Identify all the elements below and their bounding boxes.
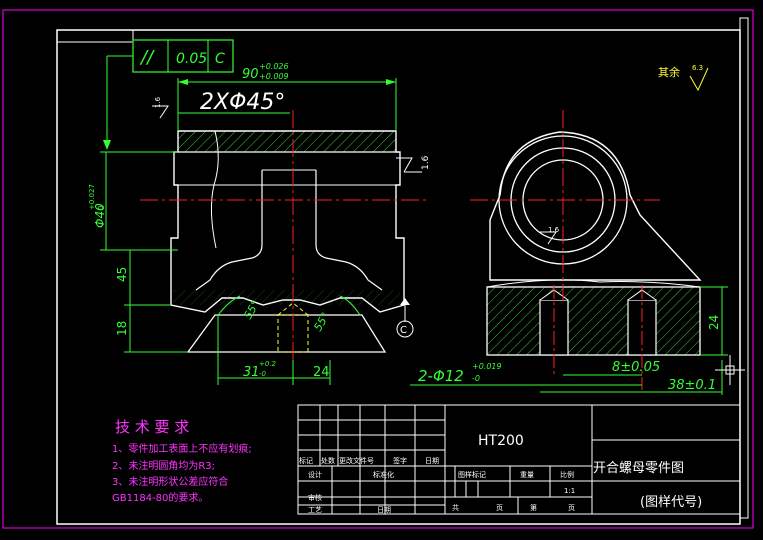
- label-design: 设计: [308, 470, 322, 479]
- side-dimensions: 24 2-Φ12 +0.019 -0 8±0.05 38±0.1 其余 6.3: [410, 64, 745, 395]
- gdt-tolerance: 0.05: [176, 51, 207, 67]
- side-base: [486, 286, 701, 356]
- dim-90: 90: [242, 67, 259, 82]
- label-sheet: 页: [496, 504, 503, 512]
- rough-side: 1.6: [548, 226, 560, 234]
- front-dimensions: 90 +0.026 +0.009 2XΦ45° 1.6 Φ40 +0.027 0…: [88, 62, 431, 385]
- label-date: 日期: [377, 506, 391, 514]
- front-top-hatch: [178, 131, 396, 152]
- label-weight: 重量: [520, 471, 534, 479]
- label-review: 审核: [308, 493, 322, 502]
- label-total: 共: [452, 503, 459, 512]
- title-block: [297, 404, 741, 515]
- label-page: 页: [568, 504, 575, 512]
- label-process: 工艺: [308, 506, 322, 514]
- dim-dia40-lower: 0: [97, 206, 105, 210]
- drawing-code: (图样代号): [640, 495, 702, 510]
- rest-roughness-value: 6.3: [692, 64, 703, 72]
- hdr-mark: 标记: [299, 456, 313, 465]
- scale: 1:1: [564, 487, 575, 495]
- label-page-no: 第: [530, 503, 537, 512]
- hdr-count: 处数: [321, 456, 335, 465]
- dim-holes: 2-Φ12: [418, 367, 464, 385]
- tech-req-line-1: 1、零件加工表面上不应有划痕;: [112, 442, 252, 455]
- gdt-symbol: //: [139, 47, 155, 68]
- tech-req-title: 技 术 要 求: [115, 418, 189, 436]
- part-name: 开合螺母零件图: [593, 461, 684, 476]
- rest-roughness-label: 其余: [658, 65, 680, 79]
- dim-31-lower: -0: [259, 370, 267, 378]
- dim-45: 45: [115, 267, 129, 282]
- dim-31: 31: [243, 365, 260, 380]
- dim-angle-right: 55°: [311, 310, 332, 333]
- dim-holes-lower: -0: [472, 374, 480, 383]
- rough-front-right: 1.6: [421, 155, 431, 170]
- hdr-change-doc: 更改文件号: [339, 456, 374, 465]
- dim-90-lower: +0.009: [259, 72, 289, 81]
- dim-18: 18: [115, 321, 129, 336]
- dim-31-upper: +0.2: [259, 360, 277, 368]
- dim-dia40: Φ40: [93, 203, 107, 228]
- front-base: [186, 314, 387, 353]
- hdr-date: 日期: [425, 457, 439, 465]
- side-view: 1.6: [470, 110, 702, 390]
- front-body-outline: [170, 130, 405, 313]
- dim-holes-upper: +0.019: [472, 362, 502, 371]
- hdr-sign: 签字: [393, 456, 407, 465]
- dim-90-upper: +0.026: [259, 62, 289, 71]
- sheet-border-outer: [2, 9, 754, 529]
- gdt-parallelism-frame: // 0.05 C: [103, 39, 234, 150]
- title-block-text: HT200 开合螺母零件图 (图样代号) 1:1 标记 处数 更改文件号 签字 …: [299, 433, 702, 514]
- dim-38: 38±0.1: [668, 378, 716, 393]
- dim-24-side: 24: [707, 315, 721, 330]
- gdt-datum: C: [215, 51, 225, 67]
- tech-req-line-4: GB1184-80的要求。: [112, 491, 208, 504]
- tech-req-line-3: 3、未注明形状公差应符合: [112, 475, 228, 488]
- dim-8: 8±0.05: [612, 360, 660, 375]
- dim-24-front: 24: [313, 365, 330, 380]
- label-ratio: 比例: [560, 470, 574, 479]
- tech-requirements: 技 术 要 求 1、零件加工表面上不应有划痕; 2、未注明圆角均为R3; 3、未…: [112, 418, 252, 504]
- side-outline: [489, 131, 702, 281]
- label-stage-mark: 图样标记: [458, 470, 486, 479]
- front-view: [140, 110, 430, 385]
- dim-dia40-upper: +0.027: [88, 184, 96, 210]
- dim-chamfer: 2XΦ45°: [200, 90, 285, 115]
- material: HT200: [478, 433, 524, 449]
- rough-topleft: 1.6: [154, 96, 162, 108]
- sheet-border-right-strip: [739, 17, 749, 519]
- label-standardization: 标准化: [373, 470, 394, 479]
- tech-req-line-2: 2、未注明圆角均为R3;: [112, 459, 215, 472]
- datum-c: C: [400, 325, 407, 336]
